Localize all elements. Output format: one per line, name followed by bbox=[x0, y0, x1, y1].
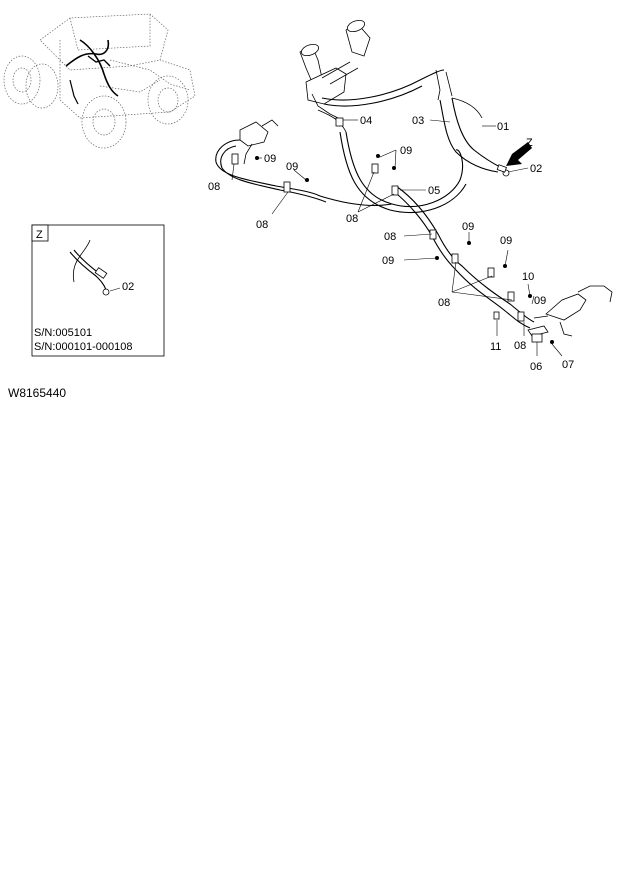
machine-overview-thumbnail bbox=[3, 13, 196, 149]
callout-08-f: 08 bbox=[514, 340, 526, 352]
leader-lines bbox=[231, 119, 563, 357]
callout-09-d: 09 bbox=[382, 255, 394, 267]
callout-04: 04 bbox=[360, 115, 372, 127]
callout-02: 02 bbox=[530, 163, 542, 175]
callout-03: 03 bbox=[412, 115, 424, 127]
callout-10: 10 bbox=[522, 271, 534, 283]
callout-08-c: 08 bbox=[346, 213, 358, 225]
callout-09-a: 09 bbox=[264, 153, 276, 165]
callout-06: 06 bbox=[530, 361, 542, 373]
callout-09-b: 09 bbox=[286, 161, 298, 173]
hose-assembly: Z bbox=[215, 19, 613, 344]
callout-09-f: 09 bbox=[500, 235, 512, 247]
inset-callout-02: 02 bbox=[122, 281, 134, 293]
callout-09-g: 09 bbox=[534, 295, 546, 307]
callout-09-c: 09 bbox=[400, 145, 412, 157]
callout-09-e: 09 bbox=[462, 221, 474, 233]
detail-view-z: Z 02 S/N:005101 S/N:000101-000108 bbox=[31, 224, 165, 357]
callout-08-d: 08 bbox=[384, 231, 396, 243]
serial-line-2: S/N:000101-000108 bbox=[34, 341, 132, 353]
drawing-id: W8165440 bbox=[8, 386, 67, 400]
callout-08-a: 08 bbox=[208, 181, 220, 193]
callout-05: 05 bbox=[428, 185, 440, 197]
callout-11: 11 bbox=[490, 341, 501, 353]
callout-07: 07 bbox=[562, 359, 574, 371]
callout-08-e: 08 bbox=[438, 297, 450, 309]
serial-line-1: S/N:005101 bbox=[34, 327, 92, 339]
inset-letter: Z bbox=[36, 229, 43, 241]
callout-labels: 01 02 03 04 05 06 07 08 08 08 08 08 08 0… bbox=[208, 115, 574, 373]
callout-08-b: 08 bbox=[256, 219, 268, 231]
view-arrow-letter: Z bbox=[526, 137, 533, 149]
callout-01: 01 bbox=[497, 121, 509, 133]
